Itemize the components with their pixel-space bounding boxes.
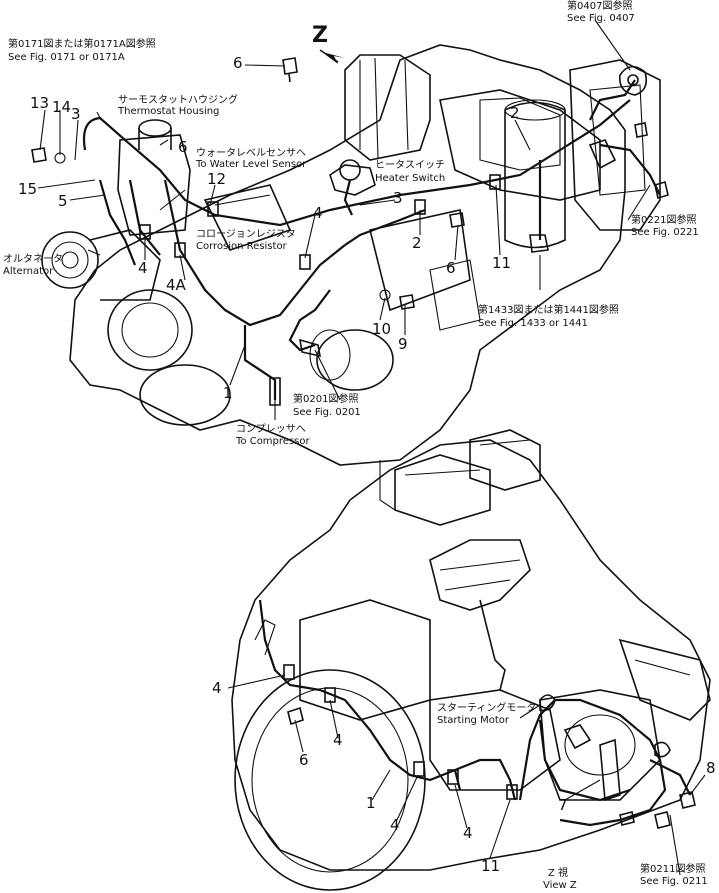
see-fig-0221-jp: 第0221図参照 bbox=[631, 213, 696, 226]
corrosion-resistor-jp: コロージョンレジスタ bbox=[196, 228, 296, 240]
view-z-arrow bbox=[319, 49, 345, 64]
see-fig-0171-jp: 第0171図または第0171A図参照 bbox=[8, 37, 156, 50]
callout-14: 14 bbox=[52, 98, 71, 116]
see-fig-0211-en: See Fig. 0211 bbox=[640, 876, 708, 887]
callout-4: 4 bbox=[212, 679, 222, 697]
callout-4: 4 bbox=[390, 816, 400, 834]
callout-4: 4 bbox=[333, 731, 343, 749]
callout-4: 4 bbox=[138, 259, 148, 277]
callout-5: 5 bbox=[58, 192, 68, 210]
heater-switch-jp: ヒータスイッチ bbox=[375, 159, 445, 171]
heater-switch-en: Heater Switch bbox=[375, 173, 445, 184]
top-wiring-harness bbox=[82, 79, 661, 400]
bottom-components bbox=[283, 664, 696, 829]
see-fig-0221-en: See Fig. 0221 bbox=[631, 227, 699, 238]
top-components bbox=[31, 57, 669, 406]
z-view-marker: Z bbox=[312, 23, 328, 48]
starting-motor-en: Starting Motor bbox=[437, 715, 510, 726]
callout-2: 2 bbox=[412, 234, 422, 252]
alternator-jp: オルタネータ bbox=[3, 253, 63, 265]
water-level-sensor-jp: ウォータレベルセンサへ bbox=[196, 147, 306, 159]
top-leader-lines bbox=[37, 19, 651, 420]
callout-4: 4 bbox=[463, 824, 473, 842]
see-fig-0407-en: See Fig. 0407 bbox=[567, 13, 635, 24]
callout-6: 6 bbox=[233, 54, 243, 72]
see-fig-0211-jp: 第0211図参照 bbox=[640, 862, 705, 875]
see-fig-0201-jp: 第0201図参照 bbox=[293, 392, 358, 405]
see-fig-1433-en: See Fig. 1433 or 1441 bbox=[478, 318, 588, 329]
callout-9: 9 bbox=[398, 335, 408, 353]
see-fig-0201-en: See Fig. 0201 bbox=[293, 407, 361, 418]
callout-3: 3 bbox=[71, 105, 81, 123]
view-z-en: View Z bbox=[543, 880, 577, 891]
callout-10: 10 bbox=[372, 320, 391, 338]
to-compressor-jp: コンプレッサへ bbox=[236, 423, 306, 435]
callout-1: 1 bbox=[366, 794, 376, 812]
see-fig-1433-jp: 第1433図または第1441図参照 bbox=[478, 303, 619, 316]
starting-motor-jp: スターティングモータ bbox=[437, 701, 536, 714]
thermostat-housing-jp: サーモスタットハウジング bbox=[118, 93, 238, 106]
callout-7: 7 bbox=[558, 796, 568, 814]
see-fig-0171-en: See Fig. 0171 or 0171A bbox=[8, 52, 125, 63]
callout-6: 6 bbox=[446, 259, 456, 277]
corrosion-resistor-en: Corrosion Resistor bbox=[196, 241, 288, 252]
see-fig-0407-jp: 第0407図参照 bbox=[567, 0, 632, 12]
callout-12: 12 bbox=[207, 170, 226, 188]
callout-1: 1 bbox=[223, 384, 233, 402]
callout-3: 3 bbox=[393, 189, 403, 207]
callout-8: 8 bbox=[706, 759, 716, 777]
callout-11: 11 bbox=[492, 254, 511, 272]
bottom-wiring-harness bbox=[258, 599, 691, 827]
callout-11: 11 bbox=[481, 857, 500, 875]
callout-6: 6 bbox=[299, 751, 309, 769]
bottom-leader-lines bbox=[227, 674, 706, 876]
view-z-jp: Z 視 bbox=[548, 866, 568, 879]
alternator-en: Alternator bbox=[3, 266, 54, 277]
water-level-sensor-en: To Water Level Sensor bbox=[195, 159, 307, 170]
thermostat-housing-en: Thermostat Housing bbox=[117, 106, 219, 117]
callout-6: 6 bbox=[178, 138, 188, 156]
callout-15: 15 bbox=[18, 180, 37, 198]
callout-4a: 4A bbox=[166, 276, 187, 294]
to-compressor-en: To Compressor bbox=[235, 436, 310, 447]
callout-2: 2 bbox=[510, 104, 520, 122]
callout-13: 13 bbox=[30, 94, 49, 112]
callout-4: 4 bbox=[313, 204, 323, 222]
